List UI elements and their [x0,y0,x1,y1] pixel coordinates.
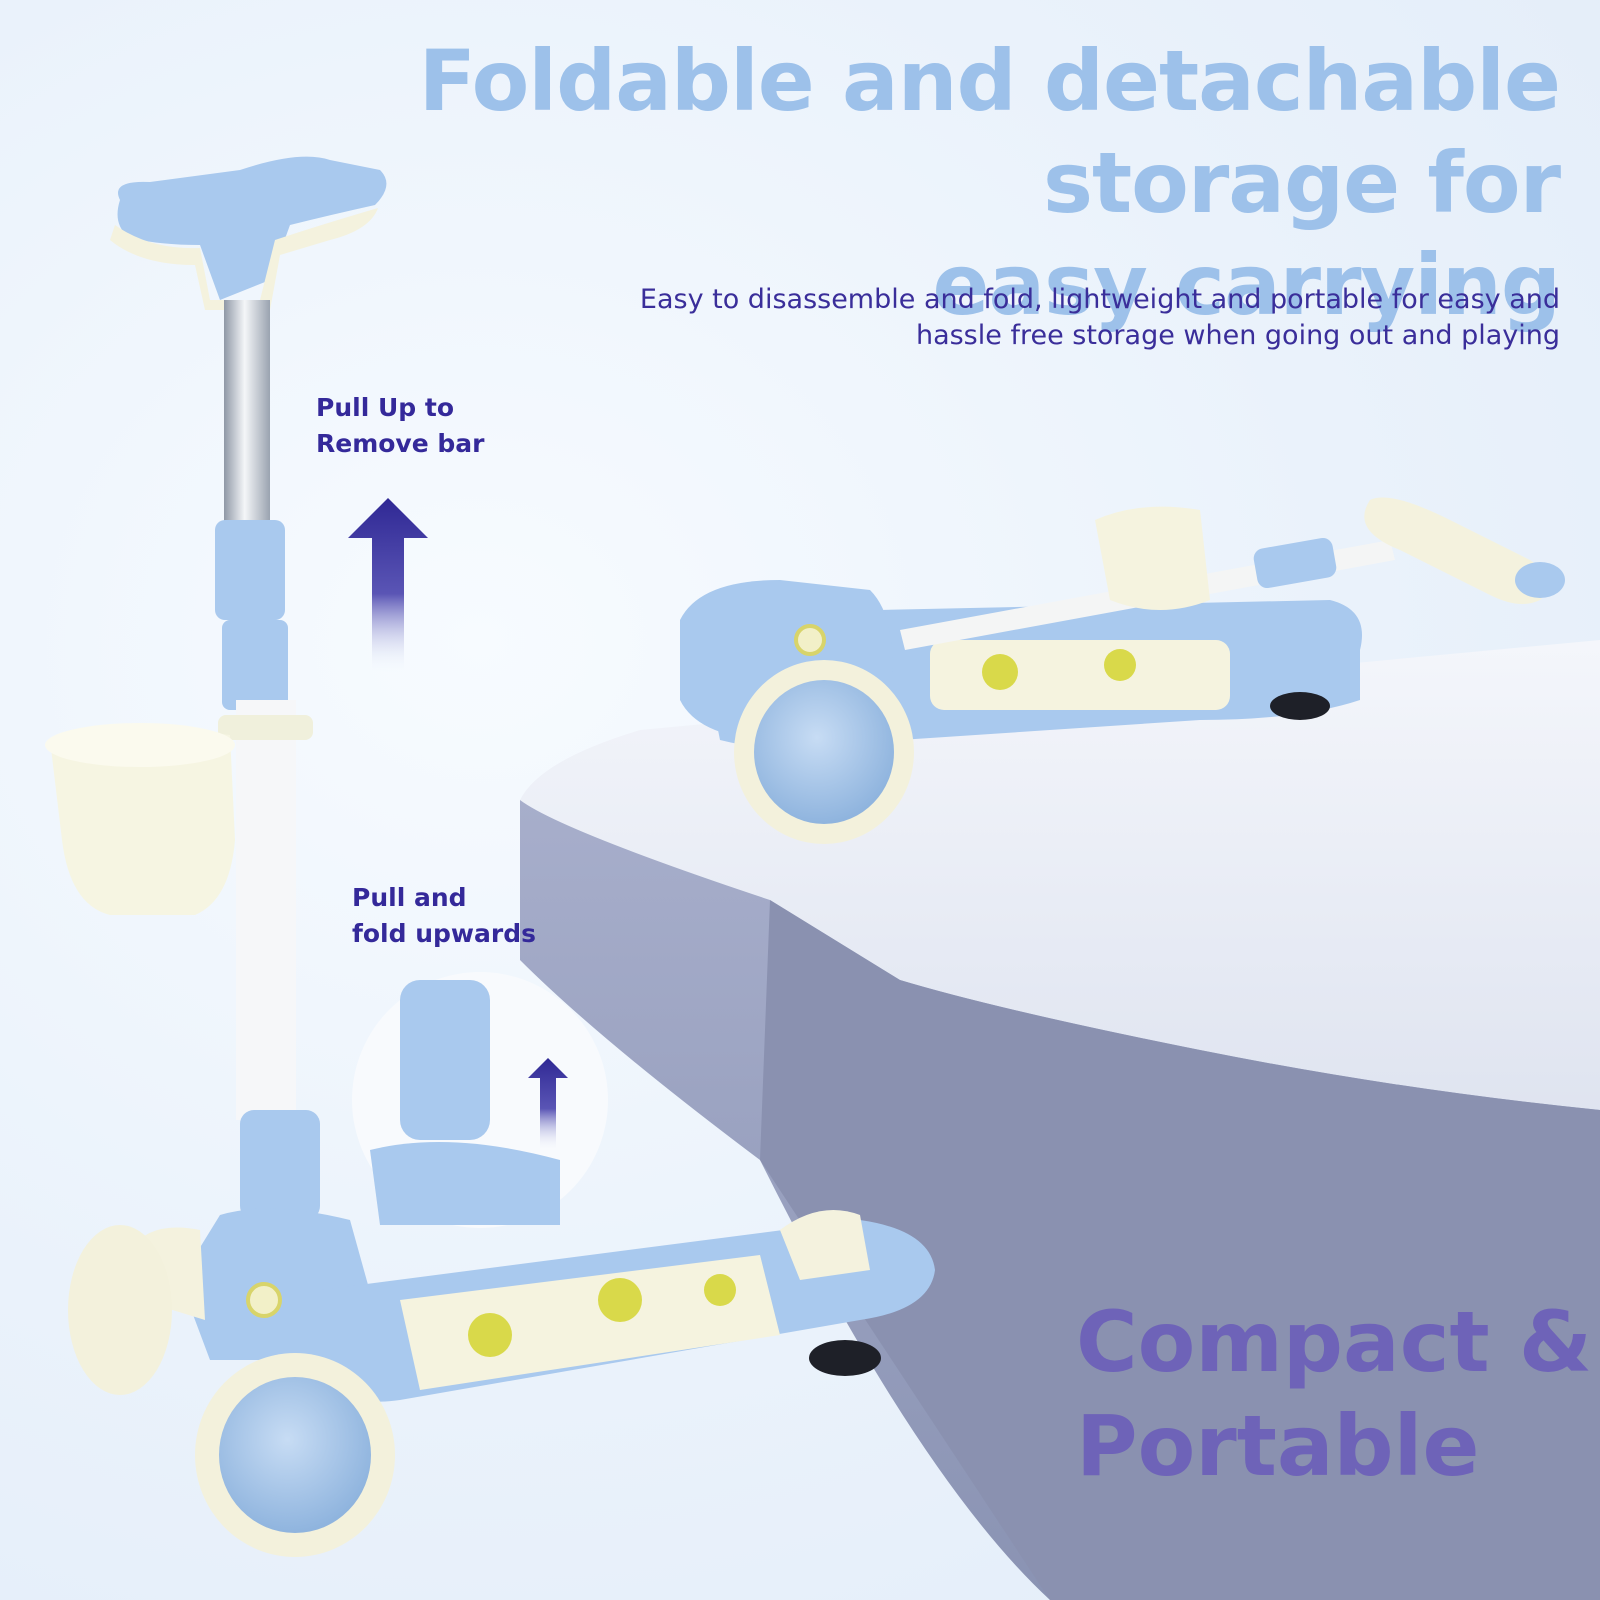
folded-scooter [680,497,1565,844]
feature-description: Easy to disassemble and fold, lightweigh… [500,282,1560,354]
fold-latch-closeup [352,972,608,1228]
headline-line-1: Foldable and detachable storage for [418,32,1561,232]
callout-remove-bar-line-2: Remove bar [316,429,485,458]
callout-remove-bar-line-1: Pull Up to [316,393,454,422]
up-arrow-small-icon [528,1058,568,1150]
callout-fold-upwards-line-2: fold upwards [352,919,536,948]
badge-line-2: Portable [1076,1397,1480,1495]
callout-fold-upwards-line-1: Pull and [352,883,467,912]
callout-remove-bar: Pull Up to Remove bar [316,390,484,462]
description-line-2: hassle free storage when going out and p… [915,320,1560,351]
badge-line-1: Compact & [1076,1293,1593,1391]
up-arrow-icon [348,498,428,672]
headline-line-2: easy carrying [932,236,1561,334]
description-line-1: Easy to disassemble and fold, lightweigh… [639,284,1560,315]
compact-portable-badge: Compact & Portable [1076,1290,1592,1498]
callout-fold-upwards: Pull and fold upwards [352,880,536,952]
standing-scooter [45,156,935,1557]
headline: Foldable and detachable storage for easy… [160,30,1561,336]
